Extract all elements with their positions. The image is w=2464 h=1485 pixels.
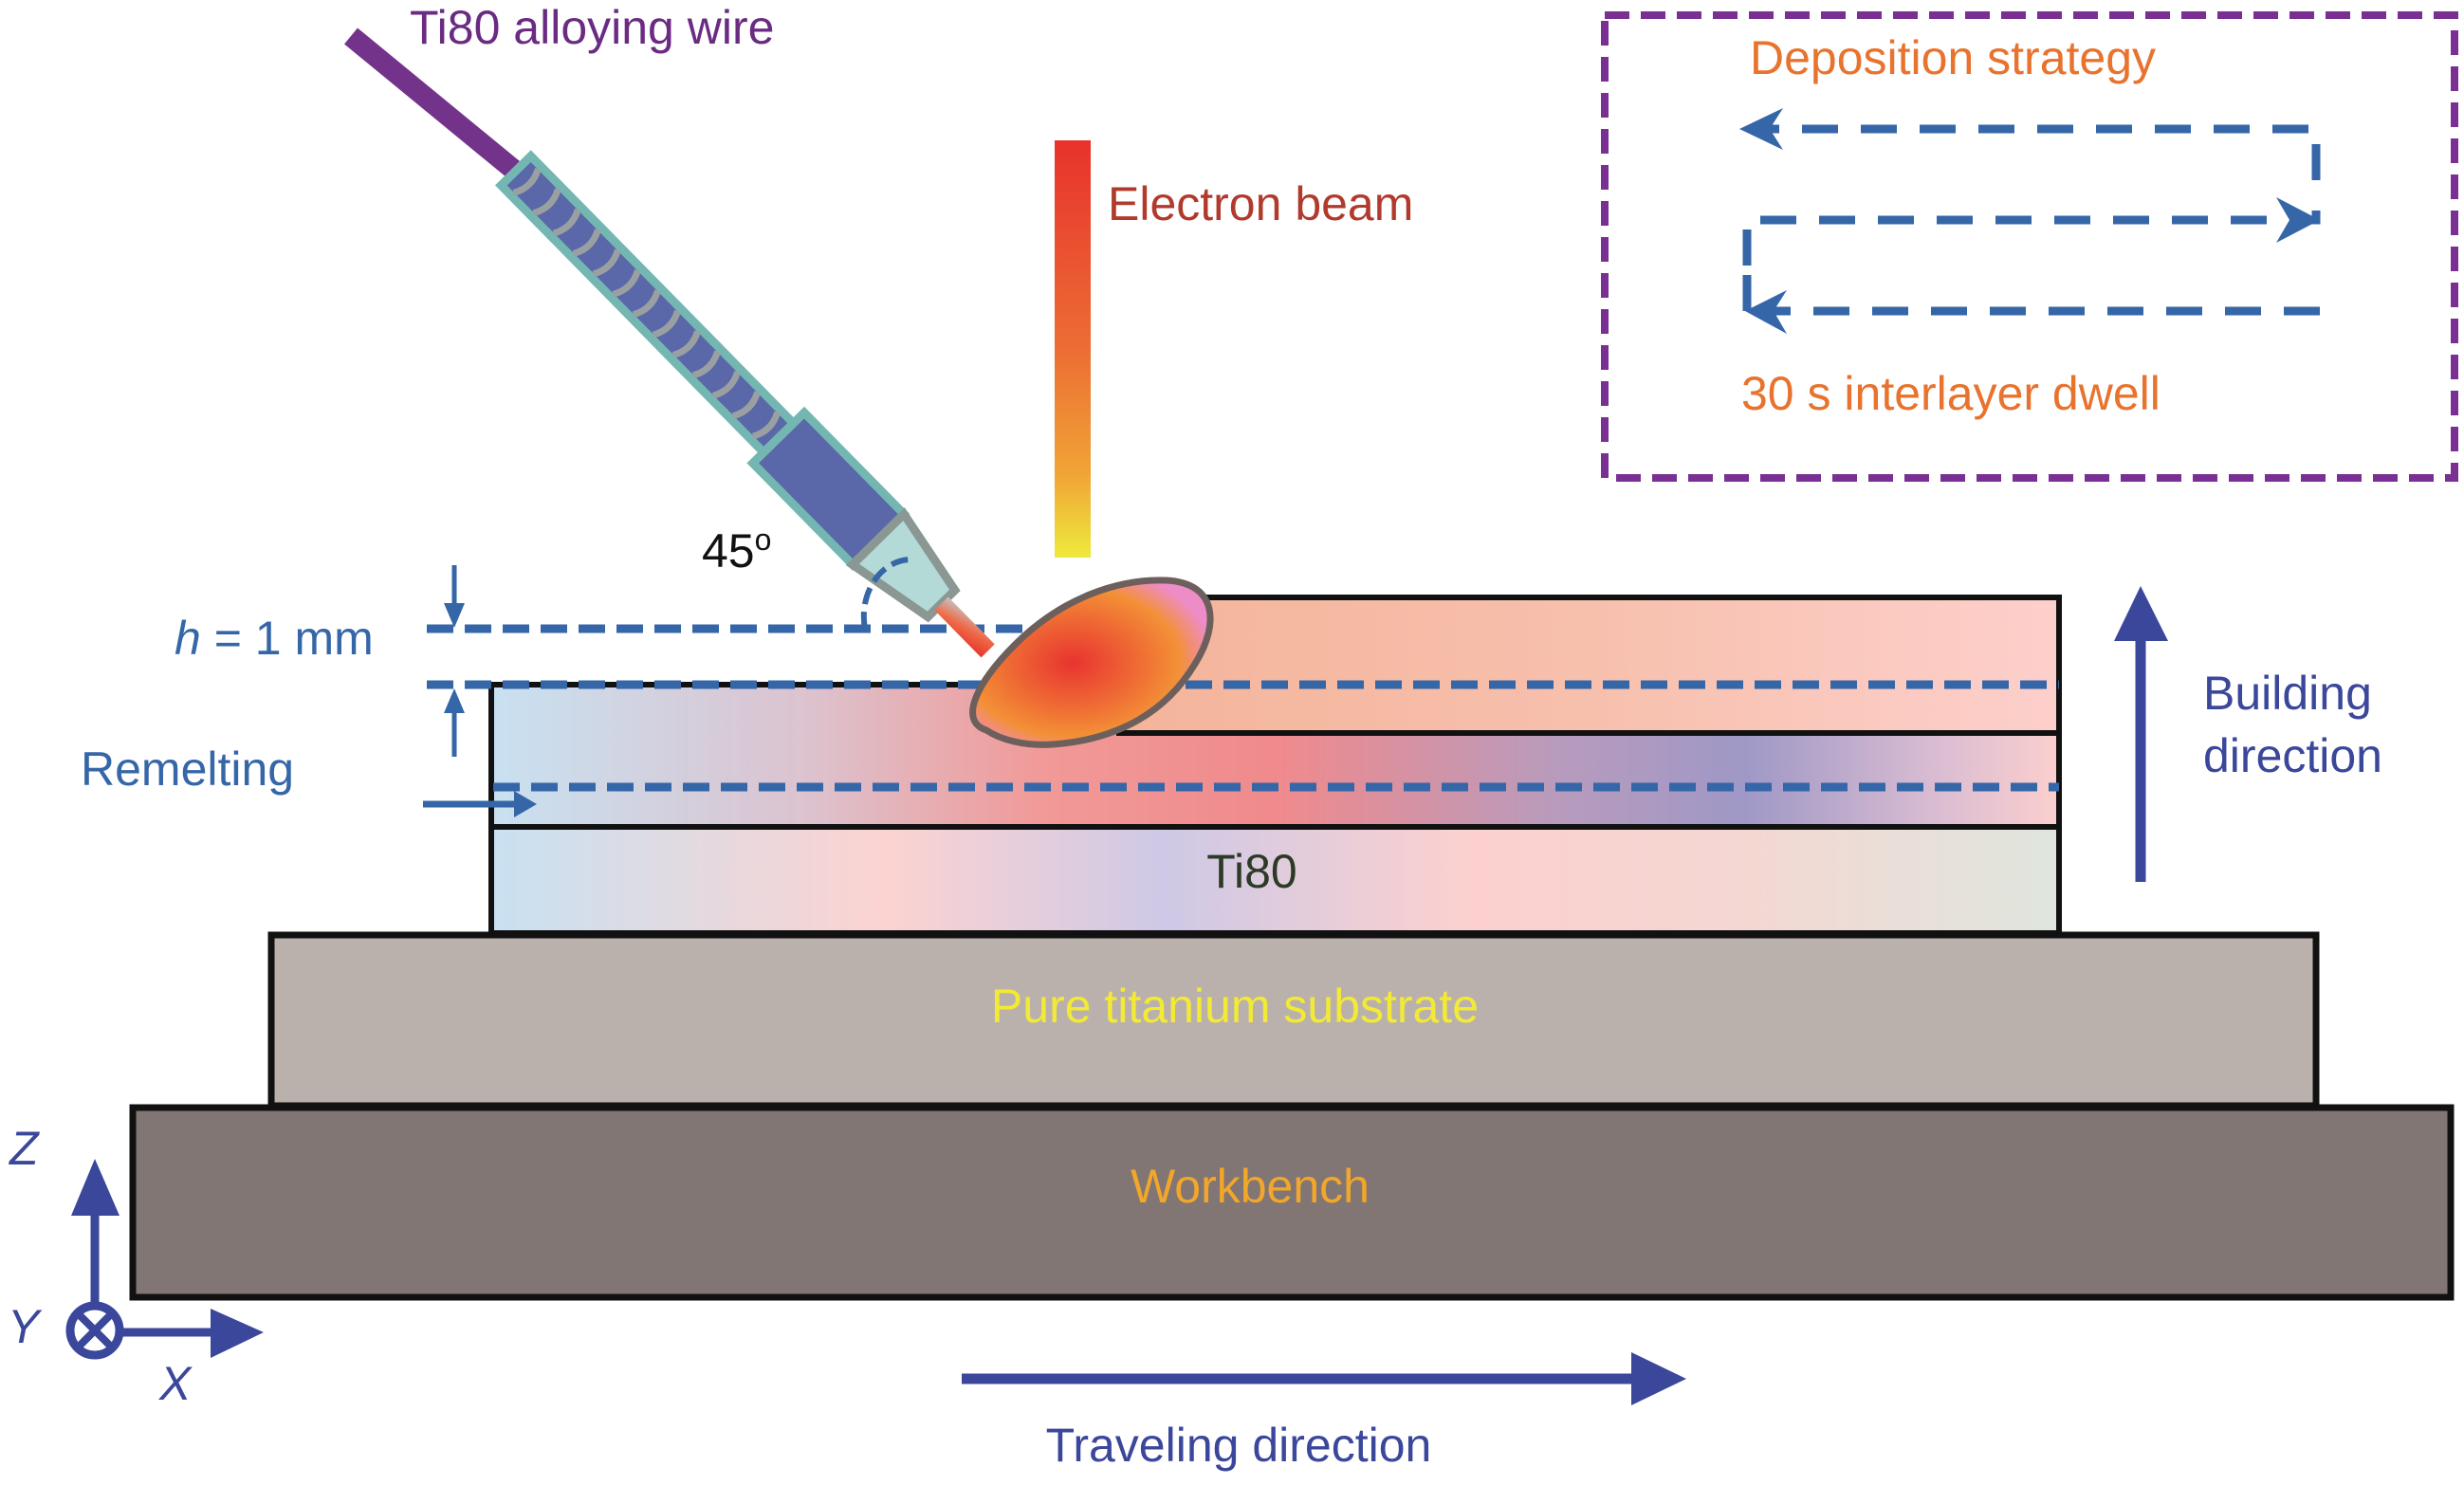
z-axis-label: Z: [9, 1122, 40, 1175]
remelting-label: Remelting: [81, 742, 294, 796]
arrow-up-icon: [444, 688, 465, 713]
coordinate-axes: Z Y X: [8, 1122, 264, 1410]
arrow-left-icon: [1745, 290, 1787, 334]
substrate: Pure titanium substrate: [267, 931, 2320, 1109]
ti80-wire: [344, 28, 533, 189]
layer-dashed-lines: [427, 624, 2059, 792]
traveling-direction-label: Traveling direction: [1046, 1419, 1432, 1472]
ti80-layer-3: [1116, 595, 2062, 736]
traveling-direction-arrow: [962, 1352, 1686, 1405]
h-value: = 1 mm: [201, 612, 374, 665]
building-direction-label: Building direction: [2203, 667, 2385, 782]
scan-path: [1742, 124, 2321, 316]
deposition-strategy-inset: Deposition strategy 30 s interlayer dwel…: [1601, 11, 2458, 482]
inset-border: [1601, 11, 2458, 482]
wire-stream: [934, 596, 995, 658]
remelting-arrow: [423, 791, 537, 817]
building-line-1: Building: [2203, 667, 2372, 720]
angle-value: 45: [702, 524, 755, 578]
layer-height-label: h = 1 mm: [175, 612, 374, 665]
substrate-label: Pure titanium substrate: [991, 980, 1479, 1033]
arrow-right-icon: [2276, 197, 2320, 243]
wire-feeder: [344, 28, 995, 658]
electron-beam: [1055, 140, 1091, 558]
angle-label: 45o: [702, 522, 771, 578]
arrow-down-icon: [444, 603, 465, 628]
building-direction-arrow: [2114, 586, 2168, 882]
ti80-layer-label: Ti80: [1206, 845, 1296, 898]
arrow-right-icon: [514, 791, 537, 817]
melt-pool: [969, 577, 1214, 748]
angle-arc: [860, 557, 911, 630]
wire-label: Ti80 alloying wire: [410, 1, 774, 54]
pass-3: [1742, 275, 2320, 316]
x-axis-label: X: [158, 1357, 193, 1410]
pass-2: [1742, 190, 2321, 266]
z-axis-arrow-icon: [71, 1159, 120, 1216]
ti80-layer-1: Ti80: [488, 824, 2062, 936]
y-axis-into-page-icon: [65, 1301, 124, 1360]
feeder-coil: [512, 167, 781, 440]
arrow-right-icon: [1631, 1352, 1686, 1405]
y-axis-label: Y: [8, 1300, 43, 1353]
workbench: Workbench: [129, 1104, 2455, 1301]
h-variable: h: [175, 612, 201, 665]
nozzle: [845, 507, 961, 623]
workbench-label: Workbench: [1131, 1160, 1370, 1213]
x-axis-arrow-icon: [211, 1309, 264, 1358]
inset-title: Deposition strategy: [1750, 31, 2156, 84]
angle-degree: o: [755, 522, 772, 557]
pass-1: [1762, 124, 2321, 180]
inset-caption: 30 s interlayer dwell: [1741, 367, 2161, 420]
building-line-2: direction: [2203, 729, 2382, 782]
arrow-left-icon: [1739, 108, 1783, 150]
layer-height-annotation: [444, 565, 465, 757]
electron-beam-label: Electron beam: [1108, 177, 1413, 230]
arrow-up-icon: [2114, 586, 2168, 641]
